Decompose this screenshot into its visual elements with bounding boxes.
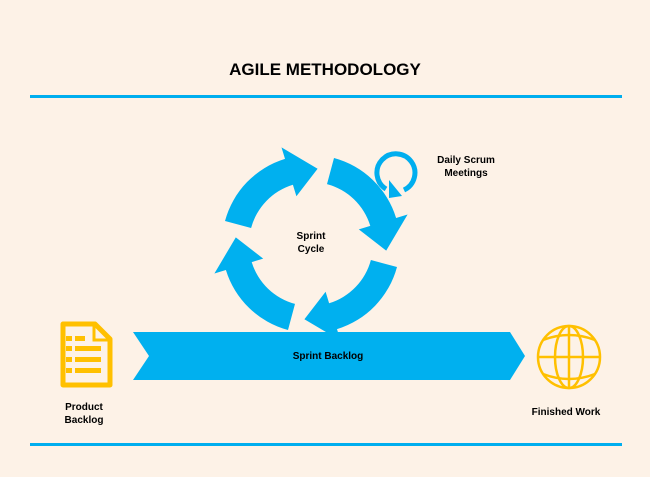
bottom-divider (30, 443, 622, 446)
sprint-backlog-chevron (133, 332, 525, 380)
circular-arrow-icon (374, 151, 418, 198)
finished-work-label: Finished Work (531, 407, 601, 418)
diagram-title: AGILE METHODOLOGY (229, 60, 421, 79)
cycle-arrow-3 (304, 260, 397, 341)
sprint-cycle-arrows (214, 147, 408, 341)
daily-scrum-label: Daily Scrum Meetings (420, 154, 512, 180)
cycle-arrow-4 (214, 237, 295, 330)
cycle-arrow-2 (327, 158, 408, 251)
document-list-icon (60, 321, 113, 388)
daily-scrum-label-line2: Meetings (444, 168, 488, 179)
product-backlog-label-line2: Backlog (64, 415, 104, 426)
sprint-cycle-label: Sprint Cycle (271, 230, 351, 256)
top-divider (30, 95, 622, 98)
globe-icon (536, 324, 602, 390)
product-backlog-label-line1: Product (65, 402, 103, 413)
daily-scrum-label-line1: Daily Scrum (437, 155, 495, 166)
product-backlog-label: Product Backlog (44, 401, 124, 427)
sprint-cycle-label-line1: Sprint (296, 231, 326, 242)
sprint-cycle-label-line2: Cycle (297, 244, 325, 255)
sprint-backlog-label: Sprint Backlog (292, 351, 364, 362)
cycle-arrow-1 (225, 147, 318, 228)
